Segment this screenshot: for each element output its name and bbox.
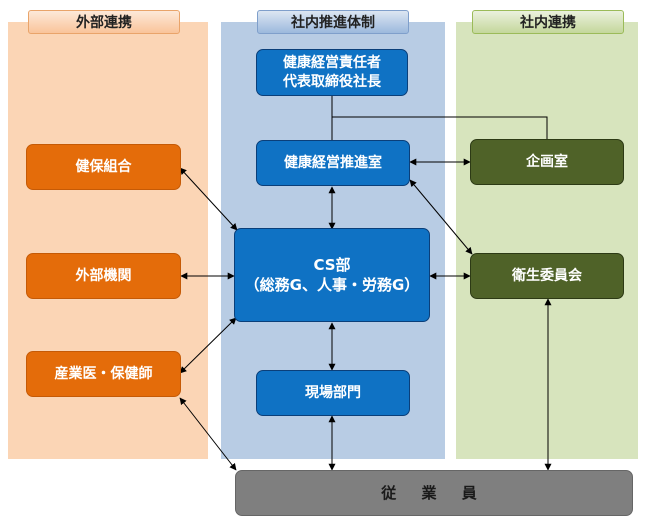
health-committee-node: 衛生委員会 xyxy=(470,253,624,299)
occupational-doctor-label: 産業医・保健師 xyxy=(54,365,153,382)
external-orgs-label: 外部機関 xyxy=(75,267,132,284)
planning-node: 企画室 xyxy=(470,139,624,185)
employees-label: 従 業 員 xyxy=(381,483,487,502)
occupational-doctor-node: 産業医・保健師 xyxy=(26,351,181,397)
employees-node: 従 業 員 xyxy=(235,470,633,516)
cs-dept-name: CS部 xyxy=(313,255,351,274)
external-column-header: 外部連携 xyxy=(28,10,180,34)
internal-column-header: 社内連携 xyxy=(472,10,624,34)
ceo-role: 代表取締役社長 xyxy=(283,73,381,90)
planning-label: 企画室 xyxy=(526,153,568,170)
ceo-title: 健康経営責任者 xyxy=(283,54,381,71)
promotion-office-label: 健康経営推進室 xyxy=(284,154,382,171)
ceo-node: 健康経営責任者 代表取締役社長 xyxy=(256,49,408,96)
health-committee-label: 衛生委員会 xyxy=(512,267,582,284)
internal-column xyxy=(456,22,638,459)
internal-system-column-header: 社内推進体制 xyxy=(257,10,409,34)
field-dept-node: 現場部門 xyxy=(256,370,410,416)
promotion-office-node: 健康経営推進室 xyxy=(256,140,410,186)
health-insurance-label: 健保組合 xyxy=(75,158,132,175)
cs-dept-node: CS部 （総務G、人事・労務G） xyxy=(234,228,430,322)
cs-dept-groups: （総務G、人事・労務G） xyxy=(244,276,420,294)
external-orgs-node: 外部機関 xyxy=(26,253,181,299)
field-dept-label: 現場部門 xyxy=(305,384,361,401)
health-insurance-node: 健保組合 xyxy=(26,144,181,190)
